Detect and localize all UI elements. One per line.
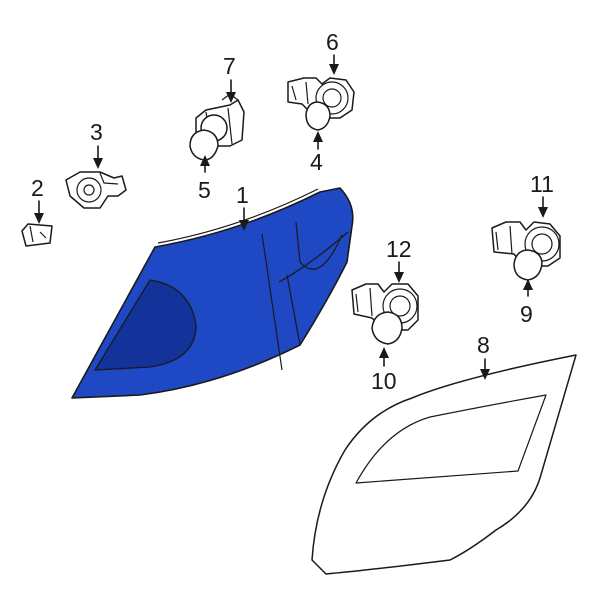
arrow-4 (313, 131, 323, 142)
callout-5[interactable]: 5 (198, 177, 211, 203)
callout-11[interactable]: 11 (530, 171, 554, 197)
bulb-socket-11[interactable] (491, 221, 561, 267)
inner-lamp-8[interactable] (311, 354, 577, 575)
arrow-9 (523, 279, 533, 290)
socket-3[interactable] (65, 171, 127, 209)
bulb-socket-6[interactable] (287, 77, 355, 119)
arrow-12 (394, 272, 404, 283)
callout-8[interactable]: 8 (477, 332, 490, 358)
callout-2[interactable]: 2 (31, 175, 44, 201)
callout-1[interactable]: 1 (236, 182, 249, 208)
arrow-2 (34, 213, 44, 224)
callout-10[interactable]: 10 (371, 368, 397, 394)
bulb-socket-12[interactable] (351, 283, 419, 331)
arrow-11 (538, 207, 548, 218)
callout-7[interactable]: 7 (223, 53, 236, 79)
callout-3[interactable]: 3 (90, 119, 103, 145)
arrow-6 (329, 64, 339, 75)
lamp-inner-band (261, 221, 349, 371)
callout-6[interactable]: 6 (326, 29, 339, 55)
lamp-top-edge (157, 188, 319, 244)
arrow-3 (93, 158, 103, 169)
bulb-10[interactable] (371, 311, 403, 345)
callout-12[interactable]: 12 (386, 236, 412, 262)
bulb-4[interactable] (305, 101, 331, 131)
lamp-lens-window (93, 279, 197, 371)
arrow-7 (226, 92, 236, 103)
bulb-9[interactable] (513, 249, 543, 281)
arrow-1 (239, 220, 249, 231)
callout-4[interactable]: 4 (310, 149, 323, 175)
arrow-10 (379, 347, 389, 358)
arrow-8 (480, 369, 490, 380)
arrow-5 (200, 155, 210, 166)
bulb-5[interactable] (189, 129, 219, 161)
tail-lamp-assembly[interactable] (71, 187, 354, 399)
clip-2[interactable] (21, 223, 53, 247)
callout-9[interactable]: 9 (520, 301, 533, 327)
